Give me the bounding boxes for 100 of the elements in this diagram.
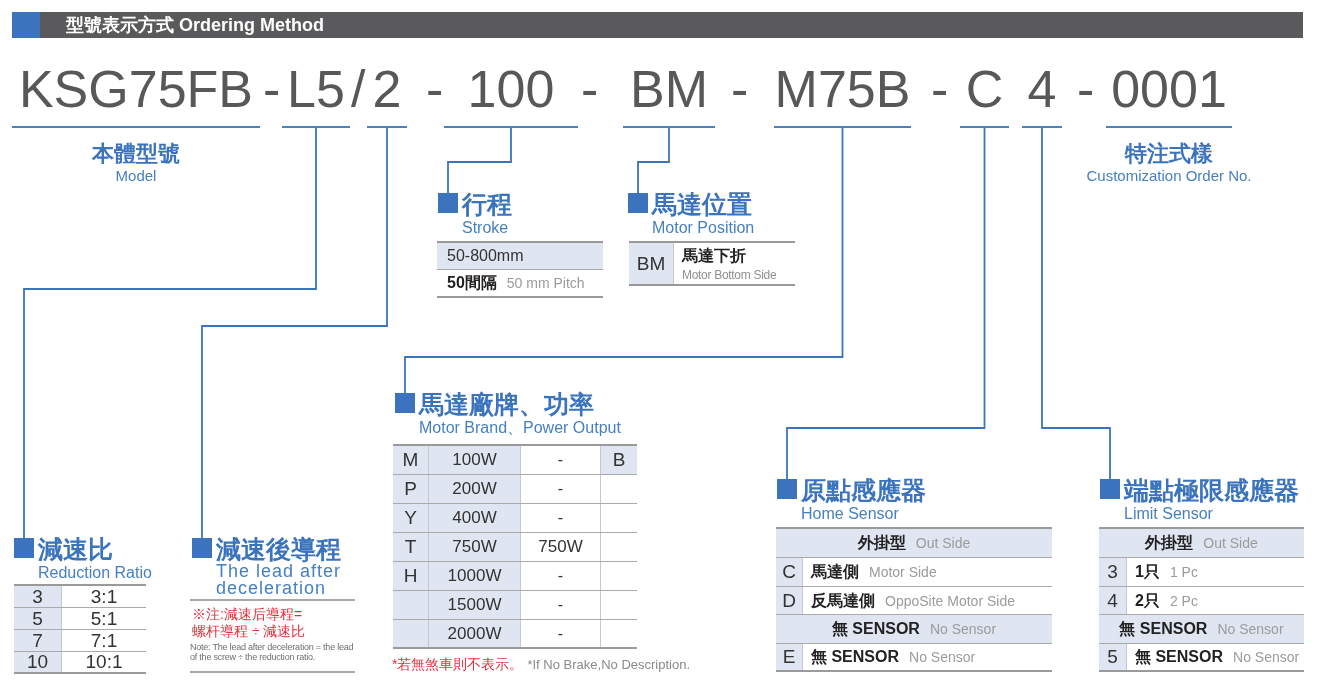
power-value: 2000W xyxy=(447,623,502,644)
option-name-english: Motor Side xyxy=(869,563,937,581)
connector-line xyxy=(1041,127,1111,480)
code-separator: - xyxy=(263,63,281,115)
option-name-english: 2 Pc xyxy=(1169,591,1198,610)
code-segment: L5 xyxy=(282,58,350,128)
option-code: 3 xyxy=(1107,561,1118,583)
power-value: 1000W xyxy=(447,566,502,586)
option-name: 外掛型 xyxy=(857,533,906,553)
ratio-value: 7:1 xyxy=(90,630,118,651)
section-title: 原點感應器 xyxy=(801,476,926,504)
connector-line xyxy=(23,127,317,539)
option-code: 4 xyxy=(1107,589,1118,612)
option-name: 馬達側 xyxy=(811,562,859,582)
option-code: M xyxy=(402,449,419,471)
section-title: 減速比 xyxy=(38,535,114,563)
section-title: 端點極限感應器 xyxy=(1124,476,1299,504)
note-text: ※注:減速后導程=螺杆導程 ÷ 減速比 xyxy=(192,606,307,640)
ratio-value: 3 xyxy=(32,586,43,607)
option-value: - xyxy=(557,566,564,586)
footnote: *若無煞車則不表示。 xyxy=(392,655,524,673)
connector-line xyxy=(447,127,512,194)
option-code: 5 xyxy=(1107,646,1118,668)
code-separator: - xyxy=(581,63,599,115)
caption-subtitle: Model xyxy=(115,167,157,185)
ratio-value: 3:1 xyxy=(90,586,118,607)
connector-line xyxy=(637,127,670,194)
code-separator: - xyxy=(931,63,949,115)
section-title: 馬達位置 xyxy=(652,190,753,218)
code-segment: BM xyxy=(623,58,715,128)
ratio-value: 5 xyxy=(32,608,43,629)
option-name-english: Out Side xyxy=(915,534,971,552)
code-separator: - xyxy=(731,63,749,115)
option-value: - xyxy=(557,623,564,644)
code-segment: KSG75FB xyxy=(12,58,260,128)
ratio-value: 10 xyxy=(26,652,49,672)
power-value: 750W xyxy=(538,537,583,557)
power-value: 400W xyxy=(452,508,497,528)
option-name: 反馬達側 xyxy=(811,590,875,611)
power-value: 200W xyxy=(452,479,497,499)
option-code: E xyxy=(782,646,796,668)
section-title: 減速後導程 xyxy=(216,535,342,563)
option-name: 1只 xyxy=(1135,562,1160,582)
option-value: - xyxy=(557,595,564,615)
option-name-english: No Sensor xyxy=(1217,620,1284,638)
code-separator: - xyxy=(426,63,444,115)
connector-line xyxy=(201,127,388,539)
footnote-english: *If No Brake,No Description. xyxy=(527,656,691,674)
code-segment: 2 xyxy=(367,58,407,128)
option-code: P xyxy=(404,478,417,500)
option-code: C xyxy=(782,561,796,583)
option-name: 馬達下折 xyxy=(682,245,746,266)
ratio-value: 10:1 xyxy=(85,652,123,672)
option-name-english: 1 Pc xyxy=(1169,563,1198,581)
ratio-value: 7 xyxy=(32,630,43,651)
option-code: T xyxy=(404,536,417,558)
option-value: - xyxy=(557,450,564,470)
option-code: Y xyxy=(404,507,417,529)
stroke-range: 50-800mm xyxy=(447,246,524,266)
connector-line xyxy=(404,127,844,394)
option-code: H xyxy=(403,565,418,587)
option-name-english: No Sensor xyxy=(909,648,976,666)
section-title: 行程 xyxy=(462,190,512,218)
section-subtitle: Motor Position xyxy=(652,218,755,237)
option-name-english: 50 mm Pitch xyxy=(506,274,585,292)
option-name-english: Out Side xyxy=(1203,534,1258,552)
caption-subtitle: Customization Order No. xyxy=(1086,167,1252,185)
ratio-value: 5:1 xyxy=(90,608,118,629)
option-name-english: Motor Bottom Side xyxy=(682,267,777,282)
option-code: BM xyxy=(636,252,666,275)
option-value: - xyxy=(557,479,564,499)
section-subtitle: Limit Sensor xyxy=(1124,504,1214,523)
caption-title: 特注式樣 xyxy=(1125,141,1213,167)
option-value: - xyxy=(557,508,564,528)
section-subtitle: Home Sensor xyxy=(801,504,900,523)
page-title: 型號表示方式 Ordering Method xyxy=(66,14,324,36)
code-segment: 0001 xyxy=(1106,58,1232,128)
option-name: 2只 xyxy=(1135,590,1160,611)
code-separator: / xyxy=(351,63,366,115)
option-name: 無 SENSOR xyxy=(831,619,920,639)
power-value: 1500W xyxy=(447,595,502,615)
option-name: 無 SENSOR xyxy=(1135,647,1223,667)
option-name-english: No Sensor xyxy=(1233,648,1300,666)
section-subtitle: Stroke xyxy=(462,218,510,237)
code-segment: M75B xyxy=(774,58,911,128)
power-value: 750W xyxy=(452,537,497,557)
option-code: D xyxy=(782,589,796,612)
option-code: B xyxy=(612,449,626,471)
note-text-english: Note: The lead after deceleration = the lead of the screw ÷ the reduction ratio. xyxy=(190,642,355,662)
caption-title: 本體型號 xyxy=(92,141,180,167)
code-segment: 100 xyxy=(444,58,578,128)
option-name: 無 SENSOR xyxy=(1119,619,1208,639)
code-segment: 4 xyxy=(1022,58,1062,128)
code-segment: C xyxy=(960,58,1009,128)
code-separator: - xyxy=(1077,63,1095,115)
section-subtitle: Reduction Ratio xyxy=(38,563,152,582)
option-name: 50間隔 xyxy=(447,273,497,293)
option-name: 外掛型 xyxy=(1145,533,1194,553)
section-title: 馬達廠牌、功率 xyxy=(419,390,595,418)
section-subtitle: The lead after deceleration xyxy=(216,563,343,597)
